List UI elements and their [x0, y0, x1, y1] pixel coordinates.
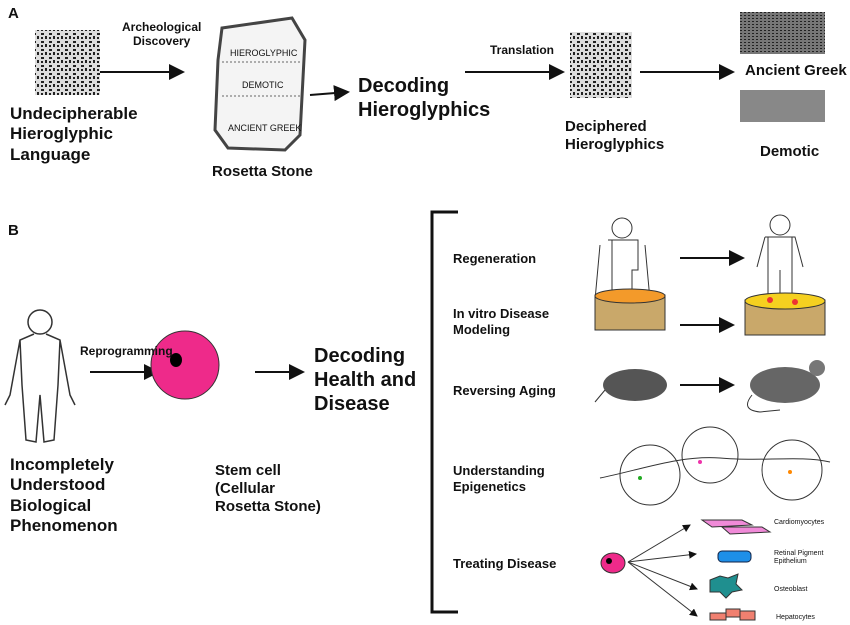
translation-label: Translation — [490, 43, 555, 57]
bracket — [430, 210, 458, 614]
application-treating-disease: Treating Disease — [453, 556, 557, 571]
ancient-greek-label: Ancient Greek — [745, 62, 847, 79]
cell-type-osteoblast: Osteoblast — [774, 586, 808, 593]
application-disease-modeling: In vitro Disease Modeling — [453, 306, 550, 337]
biological-phenomenon-label: Incompletely Understood Biological Pheno… — [10, 455, 118, 536]
stone-text-demotic: DEMOTIC — [242, 80, 284, 90]
human-figure-icon — [4, 309, 76, 443]
rosetta-stone-label: Rosetta Stone — [212, 163, 313, 180]
deciphered-hieroglyph-image — [570, 32, 632, 98]
panel-a-label: A — [8, 5, 19, 22]
cell-type-cardiomyocytes: Cardiomyocytes — [774, 519, 825, 526]
regeneration-illustration — [594, 214, 804, 302]
application-regeneration: Regeneration — [453, 251, 537, 266]
application-reversing-aging: Reversing Aging — [453, 383, 556, 398]
disease-modeling-illustration — [594, 288, 826, 336]
stem-cell-icon — [150, 330, 220, 400]
decoding-hieroglyphics-label: Decoding Hieroglyphics — [358, 75, 491, 121]
undecipherable-language-label: Undecipherable Hieroglyphic Language — [10, 104, 138, 164]
hieroglyph-tablet-image — [35, 30, 100, 95]
ancient-greek-text-image — [740, 12, 825, 54]
deciphered-hieroglyphics-label: Deciphered Hieroglyphics — [565, 118, 665, 153]
stone-text-hieroglyphic: HIEROGLYPHIC — [230, 48, 298, 58]
stem-cell-label: Stem cell (Cellular Rosetta Stone) — [215, 462, 321, 515]
panel-b-label: B — [8, 222, 19, 239]
epigenetics-illustration — [599, 426, 831, 506]
application-epigenetics: Understanding Epigenetics — [453, 463, 545, 494]
decoding-health-label: Decoding Health and Disease — [314, 345, 417, 415]
rosetta-stone-image — [213, 16, 307, 152]
demotic-text-image — [740, 90, 825, 122]
arrow — [309, 85, 350, 102]
cell-type-hepatocytes: Hepatocytes — [776, 614, 815, 621]
treating-disease-illustration — [600, 519, 772, 621]
archeological-discovery-label: Archeological Discovery — [122, 20, 202, 49]
cell-type-rpe: Retinal Pigment Epithelium — [774, 550, 824, 566]
stone-text-greek: ANCIENT GREEK — [228, 123, 302, 133]
aging-mouse-illustration — [594, 360, 825, 413]
reprogramming-label: Reprogramming — [80, 344, 173, 358]
demotic-label: Demotic — [760, 143, 820, 160]
